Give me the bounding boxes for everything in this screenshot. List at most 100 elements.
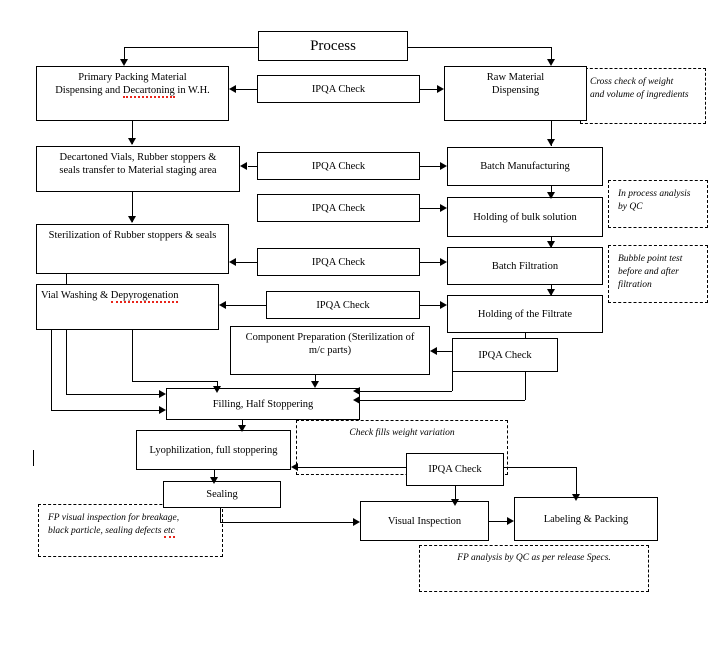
node-primary-packing-label: Primary Packing Material Dispensing and … (55, 72, 210, 98)
node-batch-filtration[interactable]: Batch Filtration (447, 247, 603, 285)
connector-ipqa6-to-filling (360, 391, 452, 392)
connector-ipqa6-to-componentprep (437, 351, 452, 352)
connector-ipqa7-to-labeling-v (576, 467, 577, 496)
node-ipqa-check-1[interactable]: IPQA Check (257, 75, 420, 103)
connector-filling-to-lyo (242, 420, 243, 428)
node-holding-filtrate[interactable]: Holding of the Filtrate (447, 295, 603, 333)
arrowhead-batchmfg-to-holdingbulk (546, 192, 555, 199)
annotation-cross-check: Cross check of weight and volume of ingr… (580, 68, 706, 124)
arrowhead-ipqa5-to-holdingfiltrate (440, 300, 447, 309)
connector-vialwash-far-left-h (51, 410, 159, 411)
connector-steril-hook-run (66, 394, 159, 395)
node-labeling-packing[interactable]: Labeling & Packing (514, 497, 658, 541)
node-holding-bulk-solution[interactable]: Holding of bulk solution (447, 197, 603, 237)
node-visual-inspection[interactable]: Visual Inspection (360, 501, 489, 541)
node-ipqa-check-5[interactable]: IPQA Check (266, 291, 420, 319)
connector-holdingfiltrate-to-filling (360, 400, 525, 401)
node-holding-bulk-label: Holding of bulk solution (473, 211, 577, 223)
connector-decartoned-to-steril (132, 192, 133, 222)
annotation-in-process-analysis: In process analysis by QC (608, 180, 708, 228)
arrowhead-ipqa7-to-labeling (571, 494, 580, 501)
connector-ipqa2-run (252, 166, 257, 167)
node-component-preparation[interactable]: Component Preparation (Sterilization of … (230, 326, 430, 375)
arrowhead-ipqa1-to-primary (229, 84, 236, 93)
node-ipqa-check-3[interactable]: IPQA Check (257, 194, 420, 222)
arrowhead-raw-to-batchmfg (546, 139, 555, 146)
node-sterilization-label: Sterilization of Rubber stoppers & seals (48, 230, 217, 241)
node-vial-washing-label: Vial Washing & Depyrogenation (41, 290, 179, 303)
connector-ipqa4-to-steril (236, 262, 257, 263)
connector-ipqa7-to-visual (455, 486, 456, 501)
node-primary-packing-material[interactable]: Primary Packing Material Dispensing and … (36, 66, 229, 121)
node-raw-material-label: Raw Material Dispensing (486, 72, 545, 96)
arrowhead-ipqa5-to-vialwash (219, 300, 226, 309)
node-lyophilization-label: Lyophilization, full stoppering (149, 444, 278, 456)
arrowhead-ipqa7-to-visual (450, 499, 459, 506)
node-ipqa-check-6[interactable]: IPQA Check (452, 338, 558, 372)
connector-ipqa1-to-raw (420, 89, 437, 90)
connector-sealing-down (220, 508, 221, 522)
arrowhead-visual-to-labeling (507, 516, 514, 525)
node-batch-filtration-label: Batch Filtration (491, 260, 559, 272)
node-vial-washing-depyrogenation[interactable]: Vial Washing & Depyrogenation (36, 284, 219, 330)
arrowhead-ipqa6-to-filling (353, 386, 360, 395)
annotation-bubble-point-test: Bubble point test before and after filtr… (608, 245, 708, 303)
node-ipqa-check-7[interactable]: IPQA Check (406, 453, 504, 486)
arrowhead-ipqa7-to-lyo (291, 462, 298, 471)
connector-primary-to-decartoned (132, 121, 133, 144)
arrowhead-vialwash-left-to-filling (159, 405, 166, 414)
node-ipqa-check-4[interactable]: IPQA Check (257, 248, 420, 276)
arrowhead-componentprep-to-filling (310, 381, 319, 388)
node-ipqa-check-2[interactable]: IPQA Check (257, 152, 420, 180)
arrowhead-filling-to-lyo (237, 425, 246, 432)
ipqa-check-1-label: IPQA Check (311, 83, 366, 95)
arrowhead-ipqa4-to-filtration (440, 257, 447, 266)
connector-vialwash-mid-h (132, 381, 217, 382)
node-lyophilization[interactable]: Lyophilization, full stoppering (136, 430, 291, 470)
node-filling-label: Filling, Half Stoppering (212, 398, 314, 410)
arrowhead-ipqa1-to-raw (437, 84, 444, 93)
ipqa-check-5-label: IPQA Check (316, 299, 370, 311)
arrowhead-steril-to-filling (159, 389, 166, 398)
node-process[interactable]: Process (258, 31, 408, 61)
ipqa-check-6-label: IPQA Check (478, 349, 532, 361)
node-visual-inspection-label: Visual Inspection (387, 515, 462, 527)
annotation-fp-visual-inspection: FP visual inspection for breakage, black… (38, 504, 223, 557)
arrowhead-ipqa6-to-componentprep (430, 346, 437, 355)
node-sterilization-rubber-stoppers[interactable]: Sterilization of Rubber stoppers & seals (36, 224, 229, 274)
connector-ipqa5-to-holdingfiltrate (420, 305, 440, 306)
arrowhead-process-to-primary-packing (119, 59, 128, 66)
connector-process-right-down (551, 47, 552, 60)
node-filling-half-stoppering[interactable]: Filling, Half Stoppering (166, 388, 360, 420)
node-raw-material-dispensing[interactable]: Raw Material Dispensing (444, 66, 587, 121)
connector-ipqa7-to-lyo (298, 467, 406, 468)
annotation-fp-analysis: FP analysis by QC as per release Specs. (419, 545, 649, 592)
arrowhead-sealing-to-visual (353, 517, 360, 526)
node-labeling-packing-label: Labeling & Packing (543, 513, 629, 525)
node-decartoned-vials[interactable]: Decartoned Vials, Rubber stoppers & seal… (36, 146, 240, 192)
node-batch-manufacturing[interactable]: Batch Manufacturing (447, 147, 603, 186)
arrowhead-holdingfiltrate-to-filling (353, 395, 360, 404)
node-holding-filtrate-label: Holding of the Filtrate (477, 308, 573, 320)
node-sealing[interactable]: Sealing (163, 481, 281, 508)
connector-vialwash-far-left-v (51, 330, 52, 410)
arrowhead-holdingbulk-to-filtration (546, 241, 555, 248)
node-component-prep-label: Component Preparation (Sterilization of … (245, 332, 415, 356)
node-decartoned-label: Decartoned Vials, Rubber stoppers & seal… (59, 152, 217, 176)
connector-ipqa5-to-vialwash (226, 305, 266, 306)
connector-ipqa4-to-filtration (420, 262, 440, 263)
arrowhead-ipqa3-to-holdingbulk (440, 203, 447, 212)
connector-ipqa1-to-primary (236, 89, 257, 90)
connector-raw-to-batchmfg (551, 121, 552, 146)
connector-visual-to-labeling (489, 521, 507, 522)
node-batch-manufacturing-label: Batch Manufacturing (480, 161, 570, 172)
ipqa-check-7-label: IPQA Check (428, 464, 482, 475)
connector-componentprep-to-filling (315, 375, 316, 383)
connector-process-right (408, 47, 551, 48)
arrowhead-process-to-raw-material (546, 59, 555, 66)
connector-ipqa2-to-batchmfg (420, 166, 440, 167)
arrowhead-filtration-to-holdingfiltrate (546, 289, 555, 296)
connector-vialwash-mid-v2 (217, 381, 218, 389)
connector-vialwash-mid-v (132, 330, 133, 381)
